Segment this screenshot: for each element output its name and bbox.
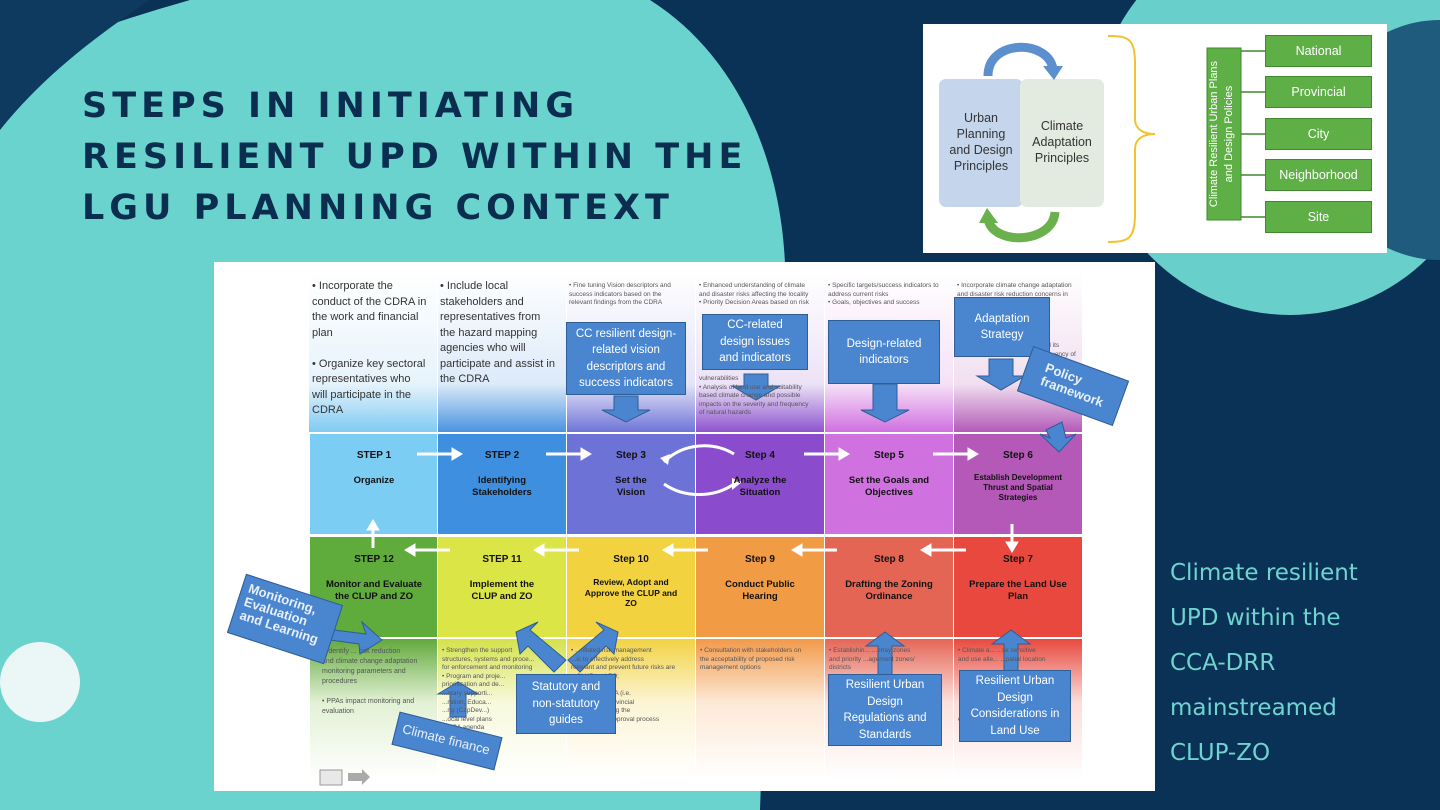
step-1-name: Organize [353,475,395,486]
step-7-name: Prepare the Land Use Plan [969,579,1067,602]
statutory-guides-callout: Statutory and non-statutory guides [516,674,616,734]
step-7-label: Step 7 [1002,554,1033,565]
urban-planning-principles-box: Urban Planning and Design Principles [949,111,1013,173]
step-2-name: Identifying Stakeholders [472,475,532,498]
side-caption-line-3: CCA-DRR [1170,650,1276,676]
step-3-label: Step 3 [615,450,646,461]
navy-corner-left [0,0,150,130]
side-caption-line-2: UPD within the [1170,605,1341,631]
step-6-label: Step 6 [1002,450,1033,461]
cc-related-design-issues-callout: CC-related design issues and indicators [702,314,808,370]
slide-title-line-2: RESILIENT UPD WITHIN THE [82,137,748,177]
note-step-6: • Incorporate climate change adaptation … [957,282,1072,298]
step-7-cell: Step 7 Prepare the Land Use Plan [954,554,1082,603]
note-step-12: • Identify ... risk reduction and climat… [322,648,418,715]
note-step-11: • Strengthen the support structures, sys… [442,647,535,732]
step-3-cell: Step 3 Set the Vision [567,450,695,499]
scale-city: City [1265,118,1372,150]
step-12-name: Monitor and Evaluate the CLUP and ZO [325,579,423,602]
step-8-name: Drafting the Zoning Ordinance [845,579,933,602]
step-1-cell: STEP 1 Organize [310,450,438,487]
side-caption-line-1: Climate resilient [1170,560,1358,586]
step-8-label: Step 8 [873,554,904,565]
note-step-4: • Enhanced understanding of climate and … [699,282,809,307]
step-11-label: STEP 11 [482,554,522,565]
note-step-5: • Specific targets/success indicators to… [828,282,939,307]
step-10-name: Review, Adopt and Approve the CLUP and Z… [584,577,678,608]
note-step-4-extra: vulnerabilities • Analysis of land use a… [699,375,809,417]
step-11-name: Implement the CLUP and ZO [469,579,535,602]
step-2-label: STEP 2 [484,450,520,461]
scale-neighborhood: Neighborhood [1265,159,1372,191]
step-2-cell: STEP 2 Identifying Stakeholders [438,450,566,499]
step-3-name: Set the Vision [615,475,647,498]
climate-adaptation-principles-box: Climate Adaptation Principles [1032,119,1092,165]
step-12-cell: STEP 12 Monitor and Evaluate the CLUP an… [310,554,438,603]
step-8-cell: Step 8 Drafting the Zoning Ordinance [825,554,953,603]
note-step-3: • Fine tuning Vision descriptors and suc… [569,282,671,307]
slide-title-line-3: LGU PLANNING CONTEXT [82,188,674,228]
white-dot [0,642,80,722]
step-4-label: Step 4 [744,450,775,461]
step-10-cell: Step 10 Review, Adopt and Approve the CL… [567,554,695,609]
slide-title-line-1: STEPS IN INITIATING [82,86,580,126]
step-10-label: Step 10 [613,554,649,565]
step-5-cell: Step 5 Set the Goals and Objectives [825,450,953,499]
note-step-2: • Include local stakeholders and represe… [440,280,555,385]
side-caption-line-5: CLUP-ZO [1170,740,1271,766]
note-step-1: • Incorporate the conduct of the CDRA in… [312,280,427,416]
side-caption-line-4: mainstreamed [1170,695,1337,721]
scale-provincial: Provincial [1265,76,1372,108]
climate-resilient-plans-label: Climate Resilient Urban Plans and Design… [1208,60,1235,208]
step-9-cell: Step 9 Conduct Public Hearing [696,554,824,603]
step-9-label: Step 9 [744,554,775,565]
note-step-9: • Consultation with stakeholders on the … [700,647,802,672]
step-6-name: Establish Development Thrust and Spatial… [973,473,1063,502]
step-4-cell: Step 4 Analyze the Situation [696,450,824,499]
scale-site: Site [1265,201,1372,233]
design-related-indicators-callout: Design-related indicators [828,320,940,384]
scale-national: National [1265,35,1372,67]
principles-diagram-graphics [939,35,1265,243]
step-12-label: STEP 12 [354,554,394,565]
process-figure: • Incorporate the conduct of the CDRA in… [214,262,1155,791]
step-1-label: STEP 1 [356,450,392,461]
step-4-name: Analyze the Situation [733,475,787,498]
step-6-cell: Step 6 Establish Development Thrust and … [954,450,1082,503]
step-9-name: Conduct Public Hearing [725,579,795,602]
step-5-name: Set the Goals and Objectives [848,475,930,498]
cc-resilient-design-callout: CC resilient design- related vision desc… [566,322,686,395]
resilient-regulations-callout: Resilient Urban Design Regulations and S… [828,674,942,746]
step-11-cell: STEP 11 Implement the CLUP and ZO [438,554,566,603]
resilient-considerations-callout: Resilient Urban Design Considerations in… [959,670,1071,742]
step-5-label: Step 5 [873,450,904,461]
